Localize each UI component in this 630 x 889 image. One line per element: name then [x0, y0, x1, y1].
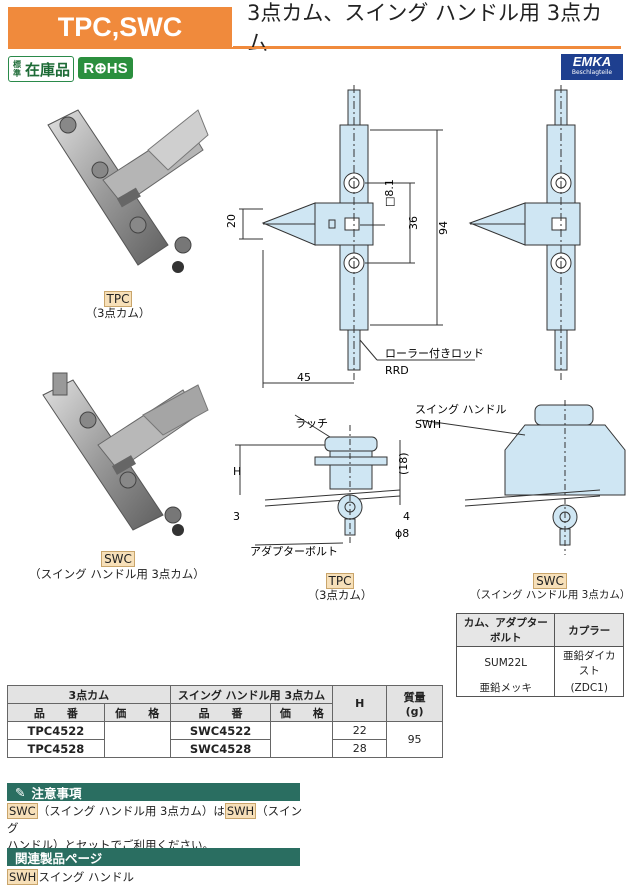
drawing-swc-label: SWC: [530, 570, 570, 589]
tpc-part-number: TPC4528: [7, 739, 105, 758]
spec-coupler-material: 亜鉛ダイカスト: [554, 646, 624, 679]
related-title: 関連製品ページ: [15, 850, 103, 866]
dim-18: (18): [397, 452, 410, 475]
table-col-swc-price: 価 格: [270, 703, 334, 722]
notes-text-1: （スイング ハンドル用 3点カム）は: [37, 804, 225, 818]
dim-4: 4: [403, 510, 410, 523]
notes-code-swh: SWH: [224, 803, 257, 819]
spec-cam-material: SUM22L: [455, 646, 556, 679]
drawing-tpc-caption: （3点カム）: [307, 588, 373, 602]
tpc-price: [103, 721, 171, 758]
label-swh: SWH: [415, 418, 441, 431]
swc-part-number: SWC4522: [169, 721, 272, 740]
swc-code-tag: SWC: [101, 551, 135, 567]
swc-product-photo: [42, 372, 209, 536]
label-adapter-bolt: アダプターボルト: [250, 544, 338, 558]
mass-unit: (g): [405, 705, 424, 718]
drawing-tpc-label: TPC: [320, 570, 360, 589]
notes-text-2: （スイング: [7, 804, 303, 835]
spec-header-cam: カム、アダプターボルト: [455, 613, 556, 647]
spec-cam-finish: 亜鉛メッキ: [455, 679, 556, 697]
notes-code-swc: SWC: [7, 803, 38, 819]
brand-name: EMKA: [572, 54, 612, 69]
side-view-drawing: H 3 (18) 4 ϕ8 ラッチ アダプターボルト スイング ハンドル SWH: [233, 400, 626, 558]
tpc-part-number: TPC4522: [7, 721, 105, 740]
pencil-icon: ✎: [15, 784, 26, 800]
table-group-tpc: 3点カム: [7, 685, 171, 704]
product-code-header: TPC,SWC: [8, 7, 232, 47]
related-text: スイング ハンドル: [38, 870, 134, 884]
brand-tagline: Beschlagteile: [571, 69, 613, 76]
header-divider: [8, 47, 621, 49]
label-swing-handle: スイング ハンドル: [415, 402, 507, 416]
drawing-tpc-code: TPC: [325, 573, 355, 589]
table-col-h: H: [332, 685, 388, 722]
label-latch: ラッチ: [295, 417, 328, 430]
dim-20: 20: [225, 214, 238, 228]
tpc-product-photo: [47, 109, 209, 273]
dim-8-1: □8.1: [383, 179, 396, 207]
table-col-tpc-price: 価 格: [103, 703, 171, 722]
emka-logo: EMKA Beschlagteile: [561, 54, 623, 80]
dim-45: 45: [297, 371, 311, 384]
rohs-badge: R⊕HS: [78, 57, 133, 79]
table-group-swc: スイング ハンドル用 3点カム: [169, 685, 334, 704]
related-code-swh: SWH: [7, 869, 39, 885]
drawing-swc-code: SWC: [533, 573, 567, 589]
material-spec-table: カム、アダプターボルト カプラー SUM22L 亜鉛ダイカスト 亜鉛メッキ (Z…: [455, 613, 624, 697]
table-col-mass: 質量 (g): [386, 685, 443, 722]
swc-part-number: SWC4528: [169, 739, 272, 758]
dim-94: 94: [437, 221, 450, 235]
drawing-swc-caption: （スイング ハンドル用 3点カム）: [470, 589, 630, 601]
mass-label: 質量: [403, 691, 426, 704]
table-col-tpc-part: 品 番: [7, 703, 105, 722]
label-roller-rod: ローラー付きロッド: [385, 347, 484, 360]
table-col-swc-part: 品 番: [169, 703, 272, 722]
stock-badge: 標準 在庫品: [8, 56, 74, 82]
swc-price: [270, 721, 334, 758]
h-value: 22: [332, 721, 388, 740]
table-row: TPC4528 SWC4528 28: [7, 739, 443, 758]
stock-badge-label: 在庫品: [25, 60, 71, 79]
top-view-drawing: 20 36 94 □8.1 45 ローラー付きロッド RRD: [225, 85, 581, 388]
h-value: 28: [332, 739, 388, 758]
label-rrd: RRD: [385, 364, 409, 377]
mass-value: 95: [386, 721, 443, 758]
notes-title: 注意事項: [31, 785, 82, 801]
related-header: 関連製品ページ: [7, 848, 300, 866]
tpc-photo-label: TPC: [88, 288, 148, 307]
spec-header-coupler: カプラー: [554, 613, 624, 647]
dim-36: 36: [407, 216, 420, 230]
dim-h: H: [233, 465, 241, 478]
notes-header: ✎ 注意事項: [7, 783, 300, 801]
product-table: 3点カム スイング ハンドル用 3点カム H 質量 (g) 品 番 価 格 品 …: [7, 685, 443, 758]
tpc-photo-caption: （3点カム）: [85, 306, 151, 320]
dim-phi8: ϕ8: [395, 527, 409, 540]
swc-photo-caption: （スイング ハンドル用 3点カム）: [29, 567, 205, 581]
spec-coupler-code: (ZDC1): [554, 679, 624, 697]
product-title: 3点カム、スイング ハンドル用 3点カム: [233, 1, 621, 55]
dim-3: 3: [233, 510, 240, 523]
table-row: TPC4522 SWC4522 22 95: [7, 721, 443, 758]
tpc-code-tag: TPC: [103, 291, 133, 307]
stock-badge-small-label: 標準: [13, 60, 21, 78]
swc-photo-label: SWC: [88, 548, 148, 567]
